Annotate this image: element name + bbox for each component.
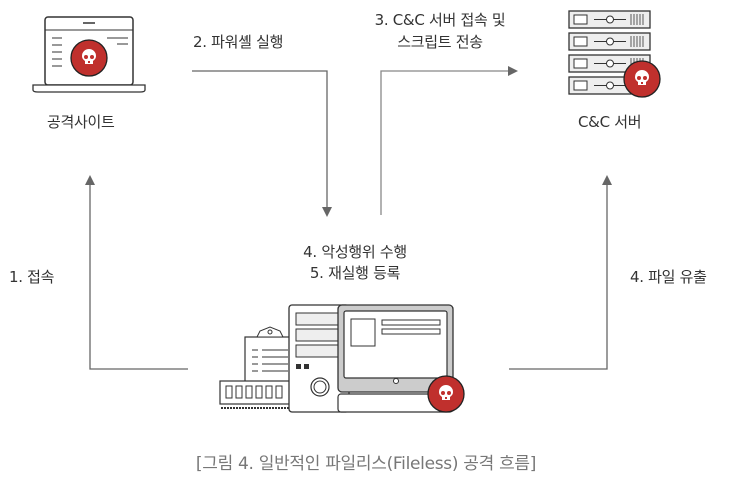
step1-label: 1. 접속 xyxy=(9,268,55,286)
desktop-computer-icon xyxy=(219,304,465,413)
server-rack-icon xyxy=(568,10,661,98)
skull-icon xyxy=(427,375,465,413)
step5-label: 5. 재실행 등록 xyxy=(309,264,401,282)
step3-label-line2: 스크립트 전송 xyxy=(397,33,483,51)
arrow-step3-cnc xyxy=(380,66,518,215)
figure-caption: [그림 4. 일반적인 파일리스(Fileless) 공격 흐름] xyxy=(195,454,537,474)
skull-icon xyxy=(623,60,661,98)
node-label-cnc-server: C&C 서버 xyxy=(578,113,642,131)
arrow-step2-powershell xyxy=(192,70,332,217)
step4-exfil-label: 4. 파일 유출 xyxy=(630,268,707,286)
node-label-attack-site: 공격사이트 xyxy=(47,113,115,131)
laptop-icon xyxy=(32,16,146,93)
step4-label-line1: 4. 악성행위 수행 xyxy=(303,243,407,261)
arrow-step4-exfil xyxy=(509,175,612,370)
step2-label: 2. 파워셸 실행 xyxy=(193,33,284,51)
skull-icon xyxy=(70,39,108,77)
arrow-step1-access xyxy=(85,175,188,370)
step3-label-line1: 3. C&C 서버 접속 및 xyxy=(374,11,506,29)
